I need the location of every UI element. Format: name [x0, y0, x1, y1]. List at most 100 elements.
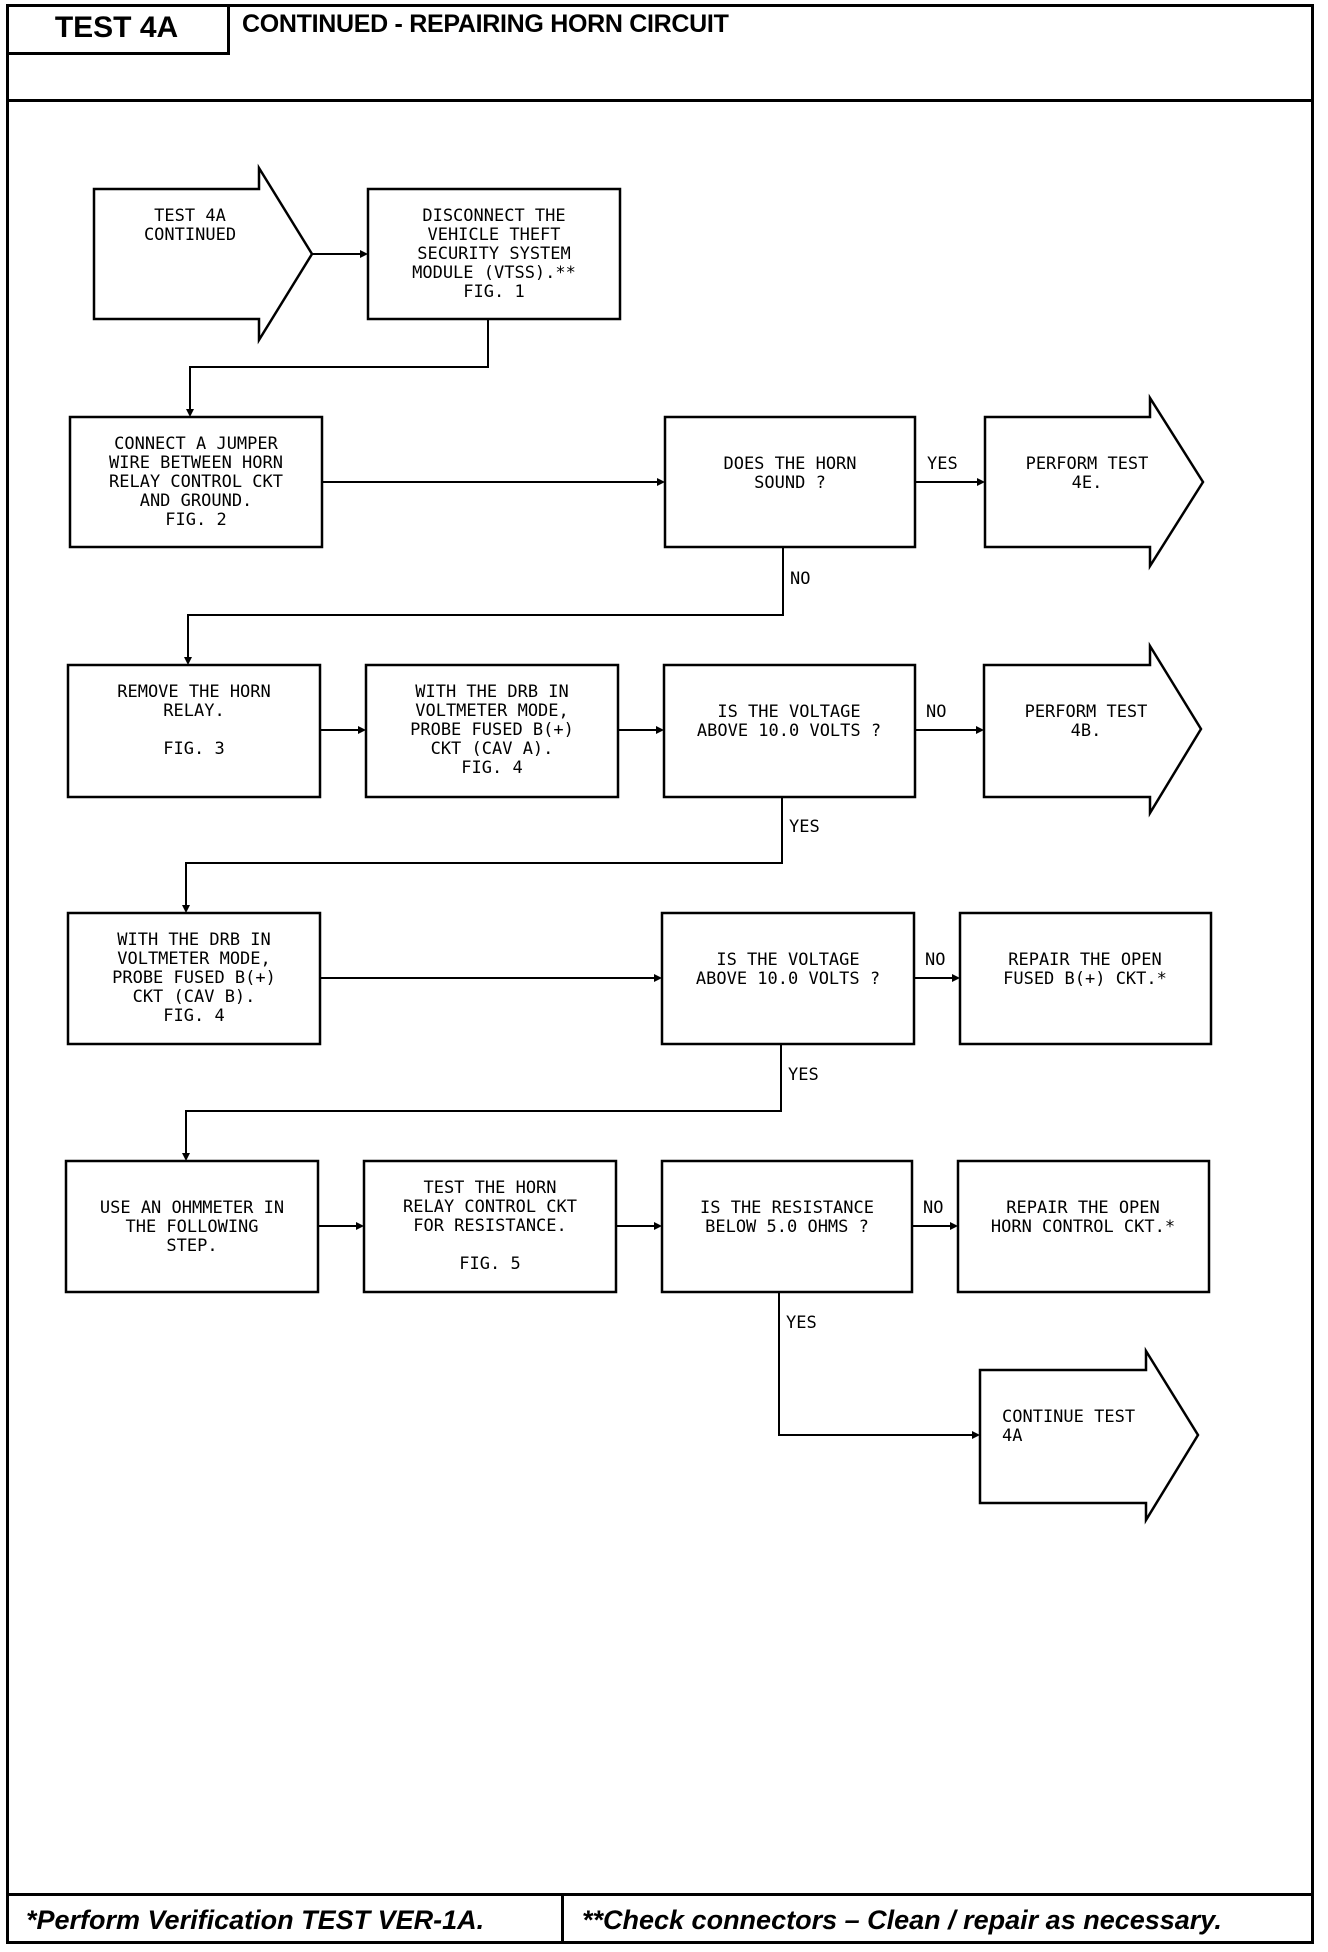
step5-text-line: CKT (CAV B). — [133, 987, 256, 1007]
connector-step1-step2 — [189, 319, 489, 411]
step4-text-line: VOLTMETER MODE, — [415, 701, 569, 721]
q4-text-line: IS THE RESISTANCE — [700, 1198, 874, 1218]
arrowhead — [184, 657, 192, 665]
arrowhead — [976, 726, 984, 734]
connector-q1-no — [187, 547, 784, 659]
q3-text-line: IS THE VOLTAGE — [716, 950, 859, 970]
arrowhead — [360, 250, 368, 258]
q4-no-result-text-line: HORN CONTROL CKT.* — [991, 1217, 1175, 1237]
end-text-line: CONTINUE TEST — [1002, 1407, 1135, 1427]
step1-text-line: FIG. 1 — [463, 282, 524, 302]
arrowhead — [182, 905, 190, 913]
arrowhead — [656, 726, 664, 734]
arrowhead — [654, 1222, 662, 1230]
q1-no-label: NO — [790, 569, 810, 589]
step3-text-line: FIG. 3 — [163, 739, 224, 759]
q3-no-result-text-line: REPAIR THE OPEN — [1008, 950, 1162, 970]
q2-no-label: NO — [926, 702, 946, 722]
step5-text-line: FIG. 4 — [163, 1006, 224, 1026]
q1-yes-result-text-line: 4E. — [1072, 473, 1103, 493]
step4-text-line: FIG. 4 — [461, 758, 522, 778]
arrowhead — [950, 1222, 958, 1230]
footer-note-connectors: **Check connectors – Clean / repair as n… — [582, 1904, 1222, 1935]
arrowhead — [654, 974, 662, 982]
arrowhead — [356, 1222, 364, 1230]
q1-yes-result-text-line: PERFORM TEST — [1026, 454, 1149, 474]
q2-no-result-arrow — [982, 641, 1203, 818]
header: TEST 4A CONTINUED - REPAIRING HORN CIRCU… — [6, 4, 1314, 102]
q4-yes-label: YES — [786, 1313, 817, 1333]
connector-q4-yes — [778, 1292, 974, 1436]
step6-text-line: USE AN OHMMETER IN — [100, 1198, 284, 1218]
q2-yes-label: YES — [789, 817, 820, 837]
start-text-line: CONTINUED — [144, 225, 236, 245]
step3-text-line: REMOVE THE HORN — [117, 682, 271, 702]
step5-text-line: PROBE FUSED B(+) — [112, 968, 276, 988]
q3-yes-label: YES — [788, 1065, 819, 1085]
q3-no-result-text-line: FUSED B(+) CKT.* — [1003, 969, 1167, 989]
arrowhead — [657, 478, 665, 486]
step6-text-line: STEP. — [166, 1236, 217, 1256]
step1-text-line: MODULE (VTSS).** — [412, 263, 576, 283]
q3-no-result-box — [958, 911, 1213, 1046]
q2-no-result-text-line: PERFORM TEST — [1025, 702, 1148, 722]
step4-text-line: CKT (CAV A). — [431, 739, 554, 759]
footer-note-verification: *Perform Verification TEST VER-1A. — [6, 1896, 564, 1944]
q4-no-label: NO — [923, 1198, 943, 1218]
arrowhead — [358, 726, 366, 734]
q3-no-label: NO — [925, 950, 945, 970]
step7-text-line: FOR RESISTANCE. — [413, 1216, 567, 1236]
test-id: TEST 4A — [6, 4, 230, 55]
end-text-line: 4A — [1002, 1426, 1022, 1446]
q4-text-line: BELOW 5.0 OHMS ? — [705, 1217, 869, 1237]
q1-text-line: SOUND ? — [754, 473, 826, 493]
step1-text-line: VEHICLE THEFT — [427, 225, 560, 245]
end-arrow — [978, 1346, 1200, 1525]
arrowhead — [186, 409, 194, 417]
step1-text-line: DISCONNECT THE — [422, 206, 565, 226]
step3-text-line: RELAY. — [163, 701, 224, 721]
q1-yes-result-arrow — [983, 393, 1205, 571]
step2-text-line: FIG. 2 — [165, 510, 226, 530]
step5-text-line: WITH THE DRB IN — [117, 930, 271, 950]
connector-q3-yes — [185, 1044, 782, 1155]
step2-text-line: RELAY CONTROL CKT — [109, 472, 283, 492]
connector-q2-yes — [185, 797, 783, 907]
footer: *Perform Verification TEST VER-1A. **Che… — [6, 1893, 1314, 1944]
step2-text-line: CONNECT A JUMPER — [114, 434, 279, 454]
arrowhead — [952, 974, 960, 982]
step4-text-line: PROBE FUSED B(+) — [410, 720, 574, 740]
step7-text-line: TEST THE HORN — [423, 1178, 556, 1198]
q1-yes-label: YES — [927, 454, 958, 474]
start-arrow — [92, 163, 314, 345]
q2-text-line: ABOVE 10.0 VOLTS ? — [697, 721, 881, 741]
q2-text-line: IS THE VOLTAGE — [717, 702, 860, 722]
step4-text-line: WITH THE DRB IN — [415, 682, 569, 702]
step7-text-line: RELAY CONTROL CKT — [403, 1197, 577, 1217]
q1-text-line: DOES THE HORN — [723, 454, 856, 474]
step6-text-line: THE FOLLOWING — [125, 1217, 258, 1237]
arrowhead — [182, 1153, 190, 1161]
q2-no-result-text-line: 4B. — [1071, 721, 1102, 741]
arrowhead — [977, 478, 985, 486]
q4-no-result-box — [956, 1159, 1211, 1294]
step2-text-line: AND GROUND. — [140, 491, 253, 511]
step7-text-line: FIG. 5 — [459, 1254, 520, 1274]
step5-text-line: VOLTMETER MODE, — [117, 949, 271, 969]
